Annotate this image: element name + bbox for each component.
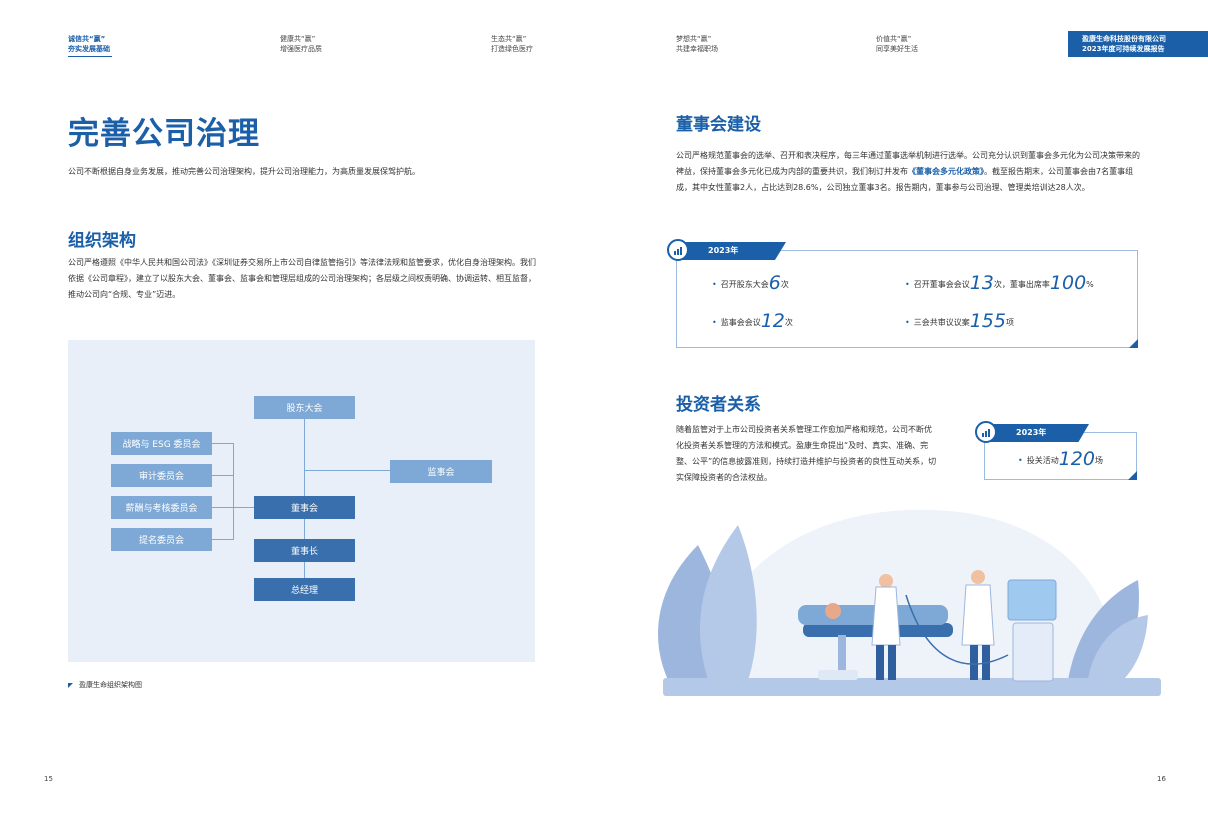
nav-integrity[interactable]: 诚信共“赢” 夯实发展基础: [68, 34, 112, 57]
connector: [212, 443, 234, 444]
connector: [212, 507, 254, 508]
diversity-policy-link[interactable]: 《董事会多元化政策》: [908, 167, 984, 176]
org-board: 董事会: [254, 496, 355, 519]
connector: [233, 443, 234, 539]
connector: [190, 475, 234, 476]
board-stats-year-tab: 2023年: [676, 242, 786, 260]
org-committee-audit: 审计委员会: [111, 464, 212, 487]
org-supervisory-board: 监事会: [390, 460, 492, 483]
org-chairman: 董事长: [254, 539, 355, 562]
org-committee-remuneration: 薪酬与考核委员会: [111, 496, 212, 519]
stat-shareholder-meetings: •召开股东大会6次: [712, 272, 789, 294]
medical-scene-illustration: [658, 509, 1161, 696]
nav-dream[interactable]: 梦想共“赢” 共建幸福职场: [676, 35, 718, 53]
stat-supervisory-meetings: •监事会会议12次: [712, 310, 793, 332]
bar-chart-icon: [975, 421, 997, 443]
org-chart-caption: 盈康生命组织架构图: [68, 680, 142, 690]
org-text: 公司严格遵照《中华人民共和国公司法》《深圳证券交易所上市公司自律监管指引》等法律…: [68, 258, 536, 299]
page-number-right: 16: [1157, 775, 1166, 783]
report-title-box[interactable]: 盈康生命科技股份有限公司 2023年度可持续发展报告: [1068, 31, 1208, 57]
org-heading: 组织架构: [68, 231, 136, 251]
org-shareholders-meeting: 股东大会: [254, 396, 355, 419]
card-corner-icon: [1129, 339, 1138, 348]
nav-health[interactable]: 健康共“赢” 增强医疗品质: [280, 35, 322, 53]
stat-board-meetings: •召开董事会会议13次，董事出席率100%: [905, 272, 1094, 294]
org-committee-strategy-esg: 战略与 ESG 委员会: [111, 432, 212, 455]
page-title: 完善公司治理: [68, 116, 260, 152]
ir-text: 随着监管对于上市公司投资者关系管理工作愈加严格和规范，公司不断优化投资者关系管理…: [676, 425, 937, 482]
ir-stats-year-tab: 2023年: [984, 424, 1089, 442]
stat-proposals-reviewed: •三会共审议议案155项: [905, 310, 1014, 332]
stat-ir-activities: •投关活动120场: [1018, 448, 1103, 470]
board-stats-card: [676, 250, 1138, 348]
page-number-left: 15: [44, 775, 53, 783]
connector: [190, 539, 234, 540]
connector: [304, 470, 390, 471]
nav-ecology[interactable]: 生态共“赢” 打造绿色医疗: [491, 35, 533, 53]
board-heading: 董事会建设: [676, 115, 761, 135]
ir-heading: 投资者关系: [676, 395, 761, 415]
org-committee-nomination: 提名委员会: [111, 528, 212, 551]
card-corner-icon: [1128, 471, 1137, 480]
bar-chart-icon: [667, 239, 689, 261]
nav-value[interactable]: 价值共“赢” 同享美好生活: [876, 35, 918, 53]
intro-text: 公司不断根据自身业务发展，推动完善公司治理架构，提升公司治理能力，为高质量发展保…: [68, 167, 420, 176]
board-text: 公司严格规范董事会的选举、召开和表决程序，每三年通过董事选举机制进行选举。公司充…: [676, 151, 1140, 192]
caption-marker-icon: [68, 682, 73, 688]
nav-active-underline: [68, 56, 112, 57]
org-general-manager: 总经理: [254, 578, 355, 601]
